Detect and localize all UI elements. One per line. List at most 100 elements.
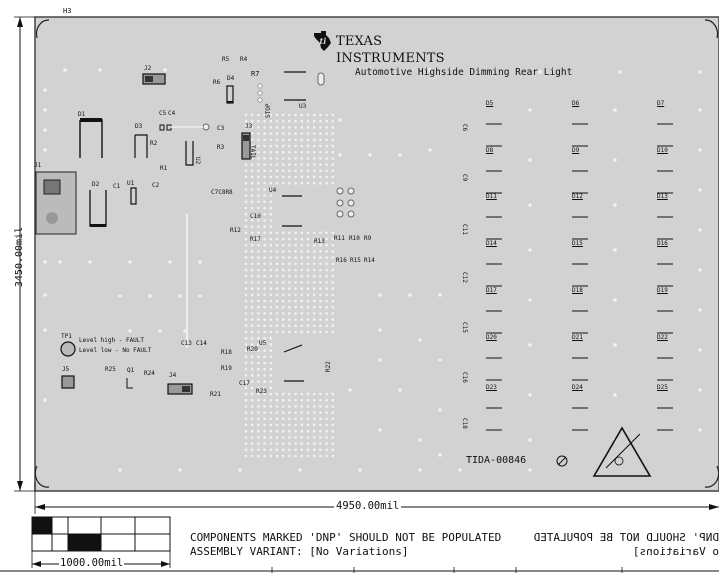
thermal-via (250, 132, 254, 135)
thermal-via (269, 448, 273, 452)
mounting-hole-tr (704, 19, 719, 39)
thermal-via (312, 157, 316, 160)
refdes-c11: C11 (461, 224, 468, 235)
thermal-via (244, 429, 248, 433)
thermal-via (281, 287, 285, 290)
thermal-via (319, 256, 322, 259)
thermal-via (257, 175, 260, 179)
thermal-via (331, 312, 335, 315)
thermal-via (250, 138, 254, 142)
thermal-via (300, 268, 304, 272)
thermal-via (325, 126, 328, 129)
refdes-d4: D4 (227, 75, 235, 82)
thermal-via (269, 188, 273, 191)
thermal-via (300, 287, 304, 290)
thermal-via (331, 231, 335, 235)
thermal-via (331, 163, 335, 166)
board-id: TIDA-00846 (466, 455, 527, 466)
thermal-via (250, 169, 254, 173)
stitching-via (528, 248, 532, 252)
thermal-via (244, 281, 248, 284)
thermal-via (275, 417, 279, 421)
thermal-via (257, 188, 260, 191)
thermal-via (312, 237, 316, 241)
thermal-via (263, 343, 266, 346)
thermal-via (300, 429, 304, 433)
thermal-via (269, 423, 273, 427)
thermal-via (306, 423, 310, 427)
thermal-via (275, 126, 279, 129)
thermal-via (306, 157, 310, 160)
thermal-via (269, 256, 273, 259)
stitching-via (418, 468, 422, 472)
thermal-via (288, 423, 291, 427)
stitching-via (438, 293, 442, 297)
thermal-via (263, 405, 266, 408)
thermal-via (250, 361, 254, 365)
thermal-via (319, 454, 322, 458)
thermal-via (263, 126, 266, 129)
thermal-via (294, 454, 297, 458)
thermal-via (257, 250, 260, 253)
thermal-via (250, 312, 254, 315)
thermal-via (312, 281, 316, 284)
thermal-via (294, 299, 297, 303)
thermal-via (300, 132, 304, 135)
refdes-j3: J3 (245, 123, 253, 130)
thermal-via (300, 392, 304, 396)
thermal-via (325, 157, 328, 160)
c5-pad (159, 124, 165, 131)
thermal-via (294, 429, 297, 433)
thermal-via (331, 405, 335, 408)
thermal-via (288, 442, 291, 445)
mounting-hole-tl (35, 19, 50, 39)
stitching-via (613, 298, 617, 302)
thermal-via (263, 150, 266, 154)
stitching-via (88, 260, 92, 264)
thermal-via (269, 126, 273, 129)
refdes-c15: C15 (461, 322, 468, 333)
refdes-u5: U5 (259, 340, 267, 347)
thermal-via (325, 454, 328, 458)
thermal-via (300, 163, 304, 166)
j1-pad (43, 179, 61, 195)
thermal-via (281, 119, 285, 123)
thermal-via (288, 411, 291, 414)
thermal-via (312, 119, 316, 123)
thermal-via (312, 231, 316, 235)
led-label: D19 (657, 287, 668, 294)
thermal-via (325, 287, 328, 290)
stitching-via (43, 293, 47, 297)
thermal-via (257, 169, 260, 173)
thermal-via (250, 126, 254, 129)
thermal-via (319, 442, 322, 445)
thermal-via (257, 411, 260, 414)
thermal-via (319, 417, 322, 421)
thermal-via (300, 398, 304, 402)
thermal-via (331, 454, 335, 458)
thermal-via (331, 281, 335, 284)
thermal-via (250, 194, 254, 197)
thermal-via (269, 367, 273, 371)
thermal-via (306, 305, 310, 309)
refdes-r11: R11 (334, 235, 345, 242)
thermal-via (325, 405, 328, 408)
stitching-via (528, 108, 532, 112)
thermal-via (294, 405, 297, 408)
thermal-via (281, 398, 285, 402)
refdes-u1: U1 (127, 180, 135, 187)
thermal-via (250, 268, 254, 272)
thermal-via (250, 318, 254, 321)
thermal-via (263, 113, 266, 117)
thermal-via (263, 250, 266, 253)
refdes-c13: C13 (181, 340, 192, 347)
stitching-via (378, 293, 382, 297)
thermal-via (312, 293, 316, 297)
thermal-via (331, 119, 335, 123)
thermal-via (263, 305, 266, 309)
thermal-via (244, 299, 248, 303)
thermal-via (306, 181, 310, 185)
thermal-via (263, 423, 266, 427)
thermal-via (331, 318, 335, 321)
thermal-via (306, 392, 310, 396)
